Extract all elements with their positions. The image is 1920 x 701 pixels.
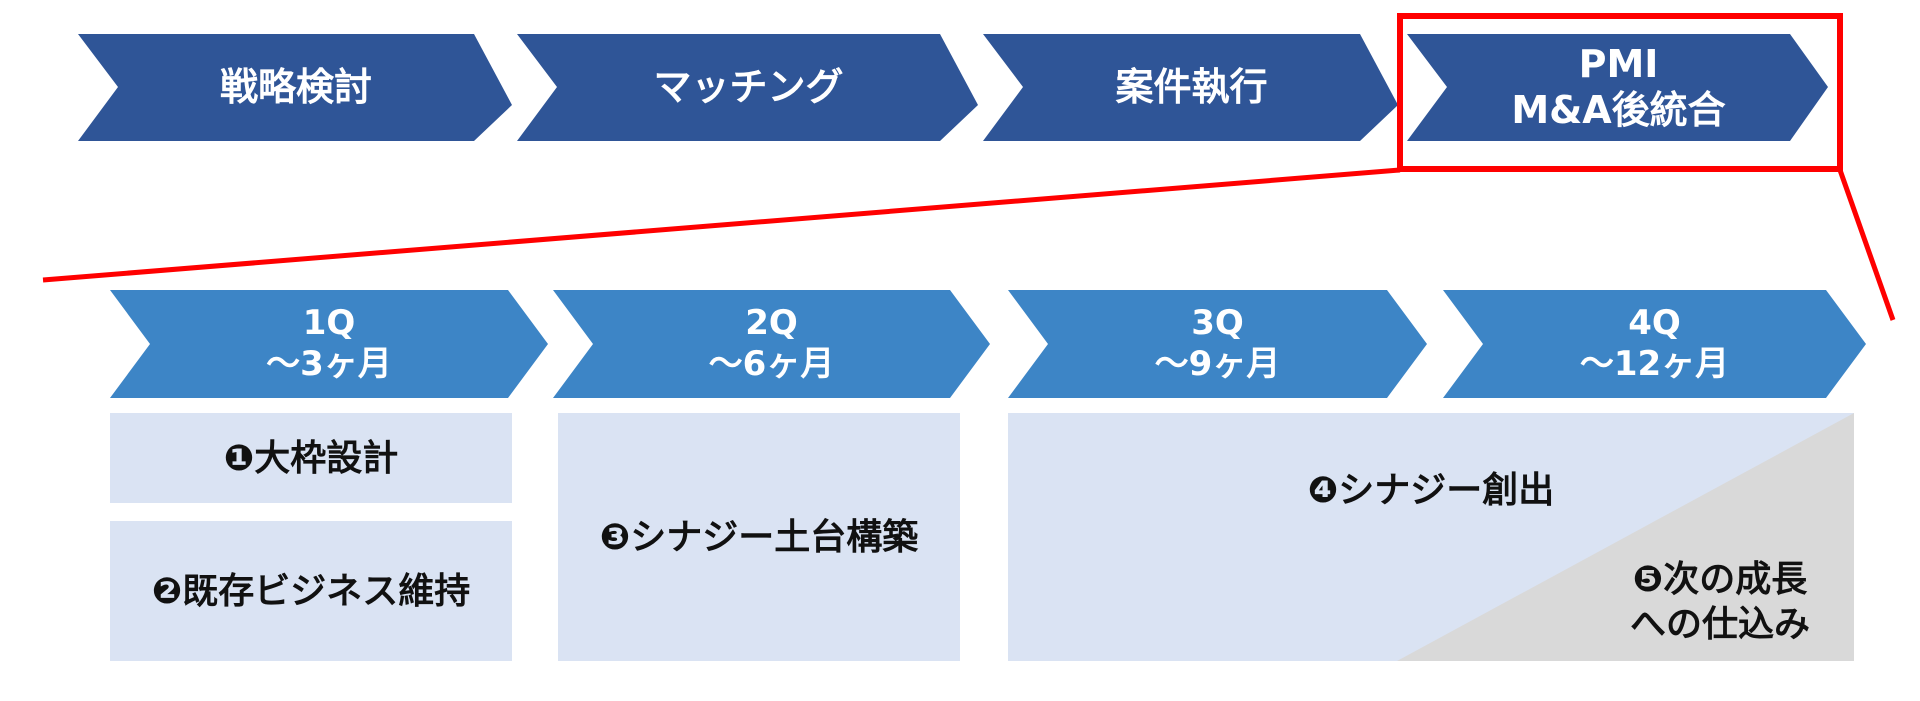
quarter-period: ～3ヶ月 [266, 344, 392, 384]
quarter-label-3q: 3Q ～9ヶ月 [1048, 290, 1387, 398]
phase-arrow-strategy [78, 34, 512, 141]
quarter-arrow-1q [110, 290, 548, 398]
task-text: ❹シナジー創出 [1307, 469, 1555, 511]
quarter-period: ～6ヶ月 [708, 344, 835, 384]
task-box-maintain-business [110, 521, 512, 661]
phase-label-line: M&A後統合 [1511, 87, 1726, 132]
phase-label-line: PMI [1578, 41, 1659, 86]
quarter-label-4q: 4Q ～12ヶ月 [1483, 290, 1826, 398]
phase-arrow-pmi [1407, 34, 1828, 141]
phase-label-line: マッチング [653, 64, 844, 109]
phase-arrow-matching [517, 34, 978, 141]
zoom-line-left [42, 167, 1401, 283]
quarter-name: 4Q [1628, 303, 1681, 344]
task-text: ❸シナジー土台構築 [599, 516, 919, 558]
quarter-period: ～12ヶ月 [1579, 344, 1730, 384]
phase-label-execution: 案件執行 [1023, 34, 1360, 141]
task-box-framework-design [110, 413, 512, 503]
task-text: ❷既存ビジネス維持 [151, 570, 471, 612]
task-box-synergy-foundation [558, 413, 960, 661]
task-label-next-growth: ❺次の成長 への仕込み [1600, 550, 1840, 654]
phase-arrow-execution [983, 34, 1398, 141]
quarter-period: ～9ヶ月 [1154, 344, 1281, 384]
phase-label-line: 戦略検討 [219, 64, 372, 109]
quarter-name: 3Q [1191, 303, 1244, 344]
phase-label-strategy: 戦略検討 [118, 34, 474, 141]
phase-label-pmi: PMI M&A後統合 [1447, 34, 1790, 141]
quarter-arrow-4q [1443, 290, 1866, 398]
quarter-label-2q: 2Q ～6ヶ月 [593, 290, 950, 398]
task-label-maintain-business: ❷既存ビジネス維持 [110, 521, 512, 661]
task-triangle-next-growth [1397, 413, 1854, 661]
zoom-line-right [1837, 169, 1896, 321]
phase-label-matching: マッチング [557, 34, 940, 141]
phase-label-line: 案件執行 [1115, 64, 1268, 109]
task-label-framework-design: ❶大枠設計 [110, 413, 512, 503]
task-label-synergy-creation: ❹シナジー創出 [1208, 450, 1654, 530]
quarter-arrow-3q [1008, 290, 1427, 398]
task-text: ❶大枠設計 [223, 437, 399, 479]
pmi-highlight-frame [1397, 13, 1843, 172]
quarter-label-1q: 1Q ～3ヶ月 [150, 290, 508, 398]
quarter-name: 1Q [302, 303, 356, 344]
quarter-arrow-2q [553, 290, 990, 398]
task-text: への仕込み [1629, 604, 1810, 645]
quarter-name: 2Q [745, 303, 798, 344]
task-text: ❺次の成長 [1632, 559, 1808, 600]
task-label-synergy-foundation: ❸シナジー土台構築 [558, 413, 960, 661]
